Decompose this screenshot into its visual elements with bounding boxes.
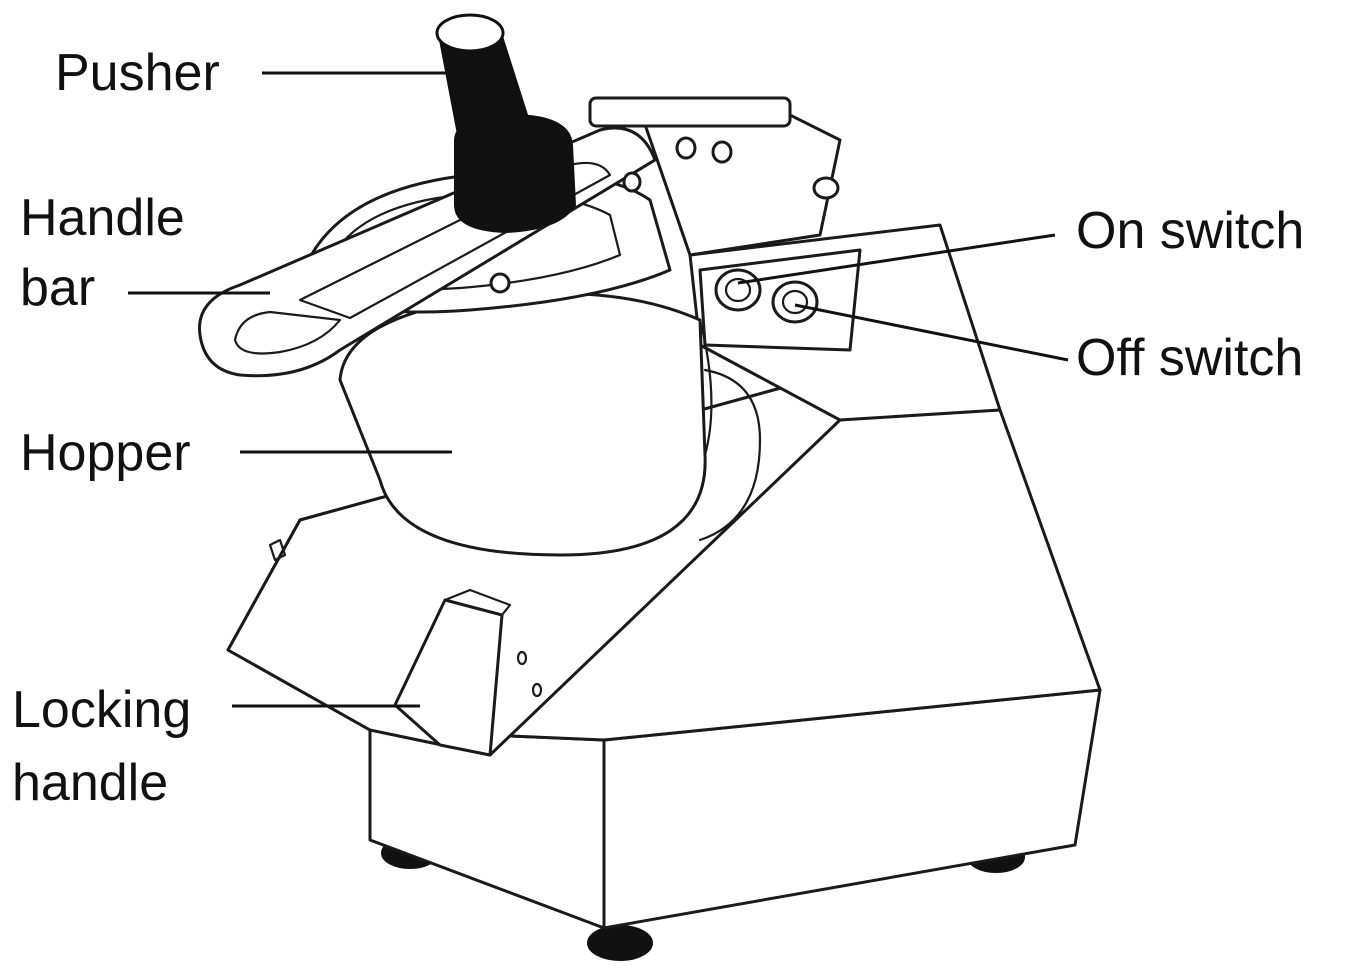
base-front-face (368, 728, 606, 930)
foot-front-center (587, 925, 653, 961)
labels: Pusher Handle bar Hopper Locking handle … (12, 44, 1304, 812)
label-hopper: Hopper (20, 424, 191, 482)
pusher-top (435, 13, 505, 53)
locking-handle (393, 598, 504, 757)
off-switch-leader (794, 303, 1069, 362)
label-off-switch: Off switch (1076, 329, 1303, 387)
knob (812, 176, 840, 200)
locking-handle-edge (443, 588, 512, 617)
bolt (711, 140, 733, 164)
off-switch (771, 280, 819, 324)
hopper-rim (698, 318, 713, 457)
label-handle-bar-line2: bar (20, 259, 95, 317)
label-on-switch: On switch (1076, 202, 1304, 260)
screw (531, 682, 543, 698)
handle-bar-grip (233, 310, 342, 355)
bolt (622, 171, 642, 193)
label-handle-bar-line1: Handle (20, 189, 185, 247)
machine-illustration (198, 13, 1102, 961)
leader-lines (128, 71, 1069, 708)
bolt (675, 136, 697, 160)
label-locking-handle-line2: handle (12, 754, 168, 812)
screw (516, 650, 528, 666)
bolt (489, 272, 511, 294)
body-side-detail (268, 538, 287, 562)
label-locking-handle-line1: Locking (12, 681, 191, 739)
hopper-band (698, 368, 762, 542)
pusher-shaft (438, 28, 537, 162)
tower-top-tab (588, 96, 792, 128)
on-switch (714, 268, 762, 312)
label-pusher: Pusher (55, 44, 220, 102)
on-switch-leader (737, 233, 1056, 285)
